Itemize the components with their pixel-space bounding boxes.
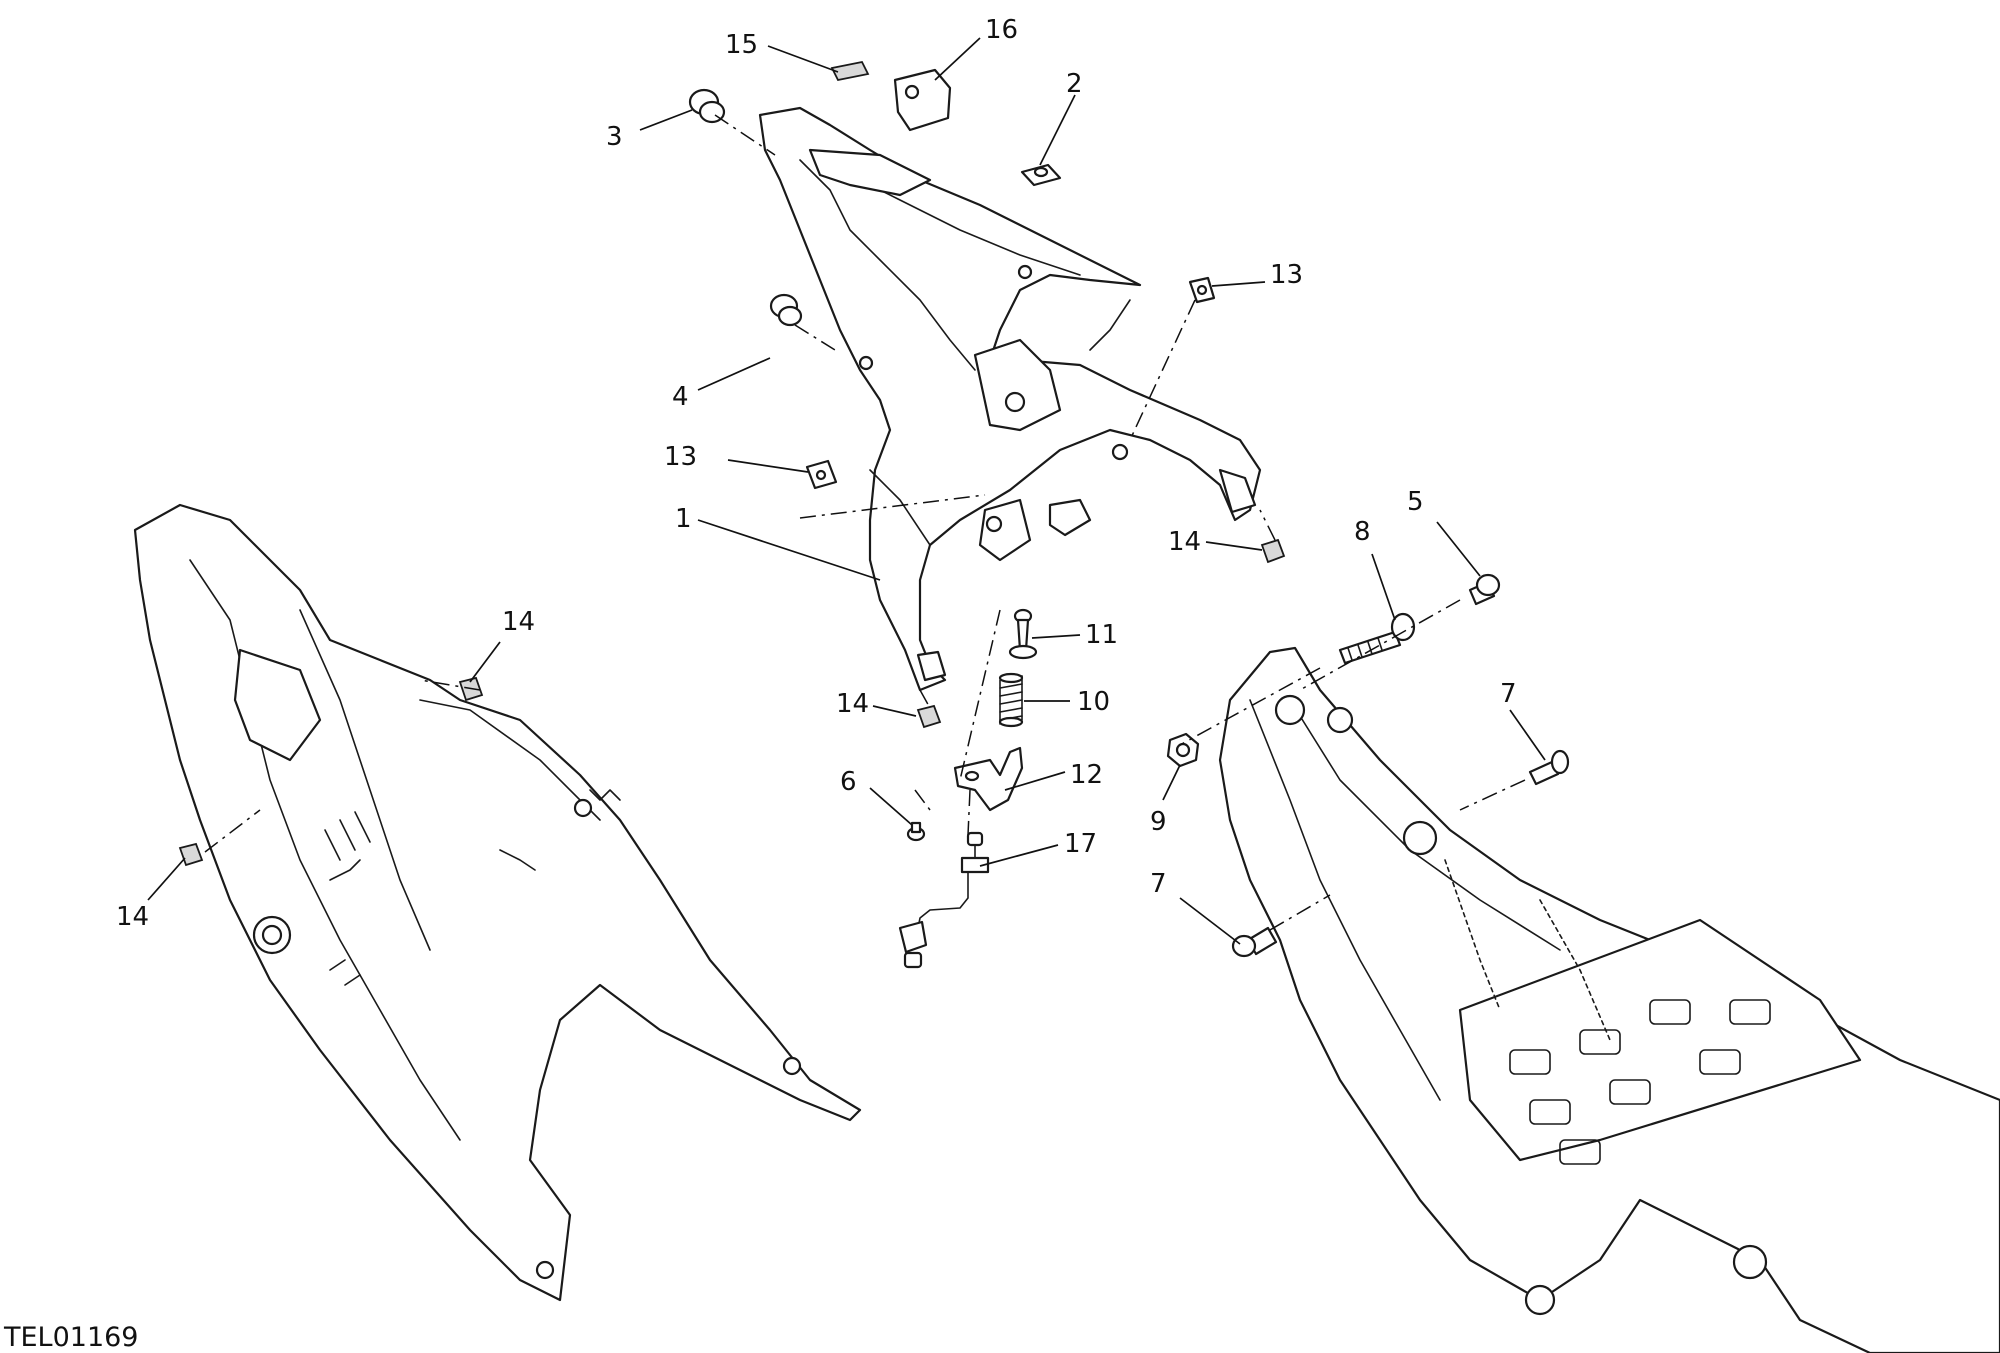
- callout-14-center: 14: [836, 689, 869, 719]
- callout-16: 16: [985, 15, 1018, 45]
- callout-7-lower: 7: [1150, 869, 1167, 899]
- part-10-spring: [998, 672, 1024, 728]
- callout-5: 5: [1407, 487, 1424, 517]
- leader-lines: [147, 37, 1546, 945]
- assembly-axes: [204, 114, 1526, 931]
- part-13-clipnut-upper: [1188, 276, 1216, 304]
- plate-bracket: [758, 106, 1262, 692]
- callout-1: 1: [675, 504, 692, 534]
- part-16-bracket: [893, 68, 952, 132]
- part-13-clipnut-lower: [805, 459, 838, 490]
- part-2-pad: [1020, 163, 1062, 187]
- callout-12: 12: [1070, 760, 1103, 790]
- part-15-pad: [830, 60, 870, 82]
- part-8-bolt: [1338, 612, 1416, 665]
- callout-14-right: 14: [1168, 527, 1201, 557]
- rear-subframe: [1218, 646, 2000, 1353]
- part-14-clip-d: [178, 842, 204, 867]
- callout-11: 11: [1085, 620, 1118, 650]
- part-14-clip-a: [1260, 538, 1286, 564]
- part-7-bolt-upper: [1528, 749, 1570, 786]
- callout-2: 2: [1066, 69, 1083, 99]
- callout-4: 4: [672, 382, 689, 412]
- callout-14-left: 14: [116, 902, 149, 932]
- tail-side-cover: [133, 503, 862, 1302]
- part-14-clip-c: [916, 704, 942, 729]
- callout-3: 3: [606, 122, 623, 152]
- callout-13-upper: 13: [1270, 260, 1303, 290]
- part-5-bolt: [1468, 573, 1501, 606]
- part-12-bracket: [953, 746, 1024, 812]
- callout-13-lower: 13: [664, 442, 697, 472]
- callout-15: 15: [725, 30, 758, 60]
- callout-14-cover: 14: [502, 607, 535, 637]
- callout-10: 10: [1077, 687, 1110, 717]
- callout-17: 17: [1064, 829, 1097, 859]
- callout-7-upper: 7: [1500, 679, 1517, 709]
- part-9-nut: [1166, 732, 1200, 768]
- part-6-screw: [906, 821, 926, 842]
- part-7-bolt-lower: [1231, 926, 1278, 958]
- part-4-grommet: [769, 293, 803, 327]
- part-17-cable: [898, 831, 990, 969]
- callout-8: 8: [1354, 517, 1371, 547]
- drawing-reference: TEL01169: [3, 1322, 139, 1353]
- callout-9: 9: [1150, 807, 1167, 837]
- callout-labels: 15 16 2 3 13 4 13 1 14 8 5 14 11 14 10 7…: [116, 15, 1517, 932]
- part-11-screw: [1008, 608, 1038, 660]
- callout-6: 6: [840, 767, 857, 797]
